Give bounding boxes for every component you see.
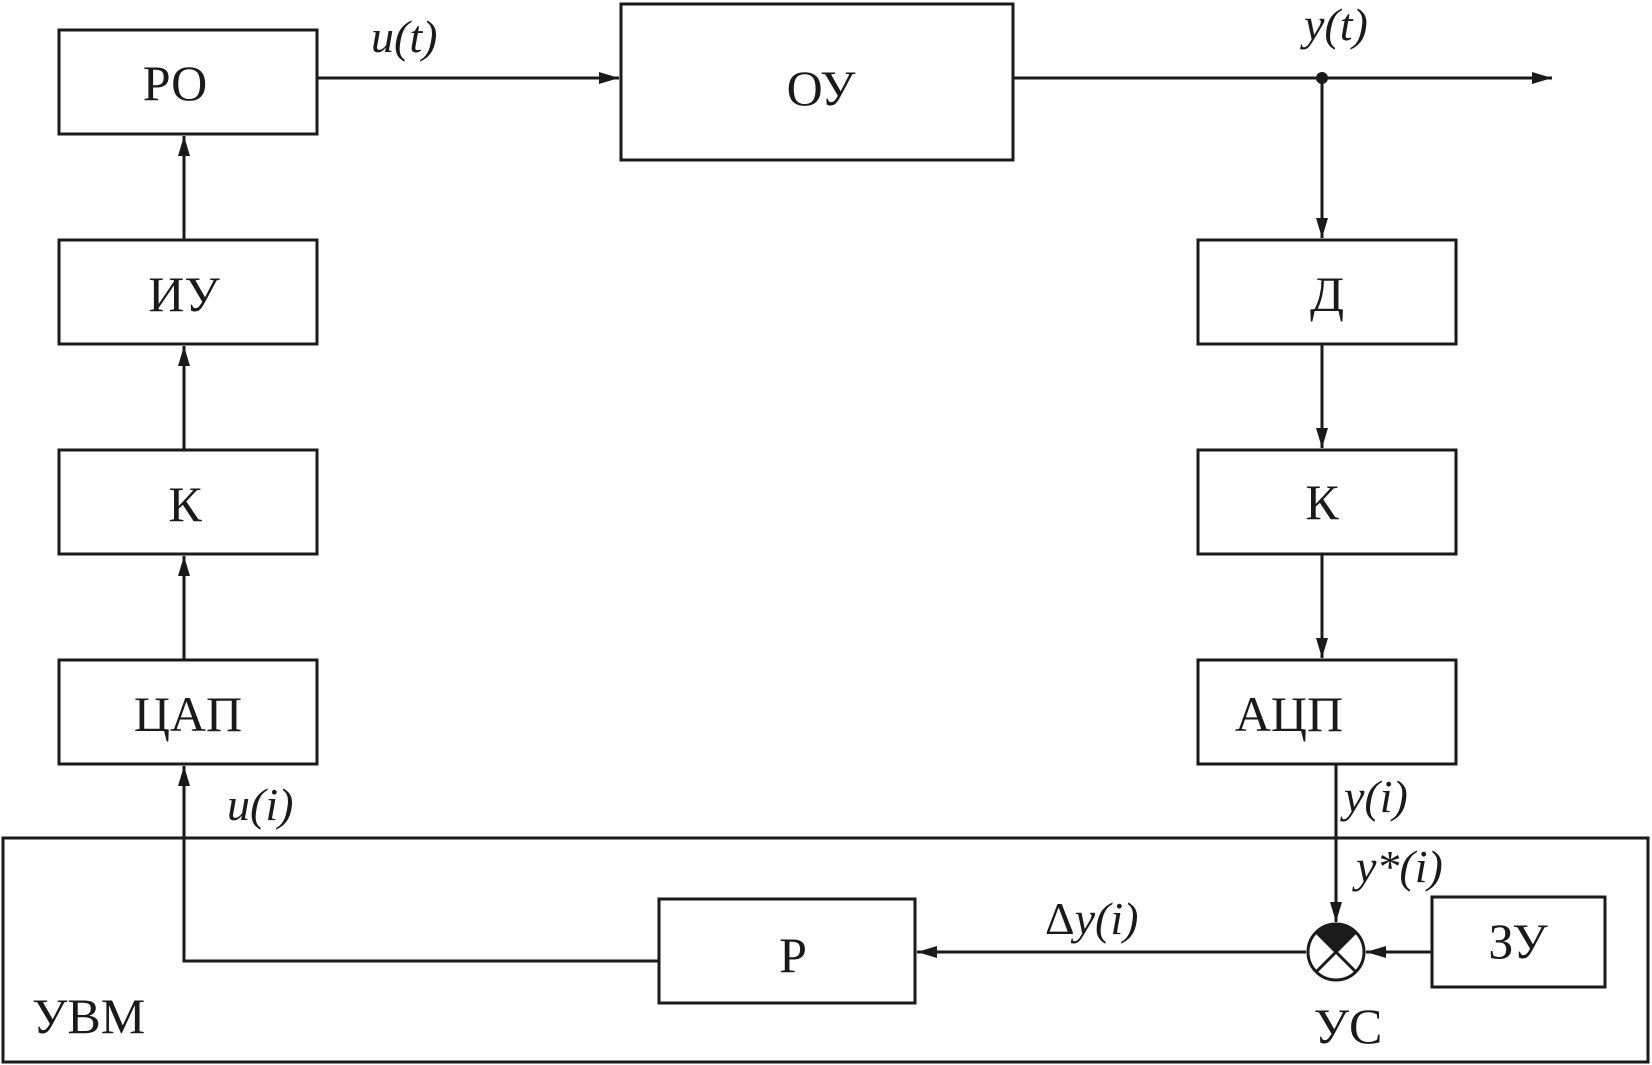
ou-label: ОУ [787,60,856,116]
iu-block [57,238,319,346]
delta-y-i-text: y(i) [1071,893,1139,944]
signal-u-t: u(t) [371,11,437,62]
k-right-block [1196,448,1458,556]
ro-label: РО [143,55,208,111]
zu-block [1430,895,1607,989]
cap-block [57,658,319,766]
signal-y-t: y(t) [1300,0,1368,50]
us-label: УС [1314,998,1383,1054]
signal-u-i: u(i) [227,779,293,830]
ou-block [619,2,1015,162]
comparator-us [1306,922,1366,982]
d-block [1196,238,1458,346]
arrow-r-to-cap [178,766,659,963]
signal-y-i: y(i) [1340,771,1408,822]
acp-block [1196,658,1458,766]
cap-label: ЦАП [134,686,242,742]
acp-label: АЦП [1235,686,1343,742]
k-left-block [57,448,319,556]
uvm-frame [1,836,1650,1064]
signal-delta-y-i: Δy(i) [1045,893,1138,944]
zu-label: ЗУ [1488,913,1548,969]
iu-label: ИУ [148,266,220,322]
r-label: Р [779,927,807,983]
signal-y-star-i: y*(i) [1352,841,1443,892]
uvm-label: УВМ [32,988,145,1044]
k-right-label: К [1305,474,1339,530]
k-left-label: К [168,476,202,532]
delta-symbol: Δ [1045,893,1075,944]
r-block [657,897,917,1005]
ro-block [57,28,319,136]
d-label: Д [1310,266,1344,322]
